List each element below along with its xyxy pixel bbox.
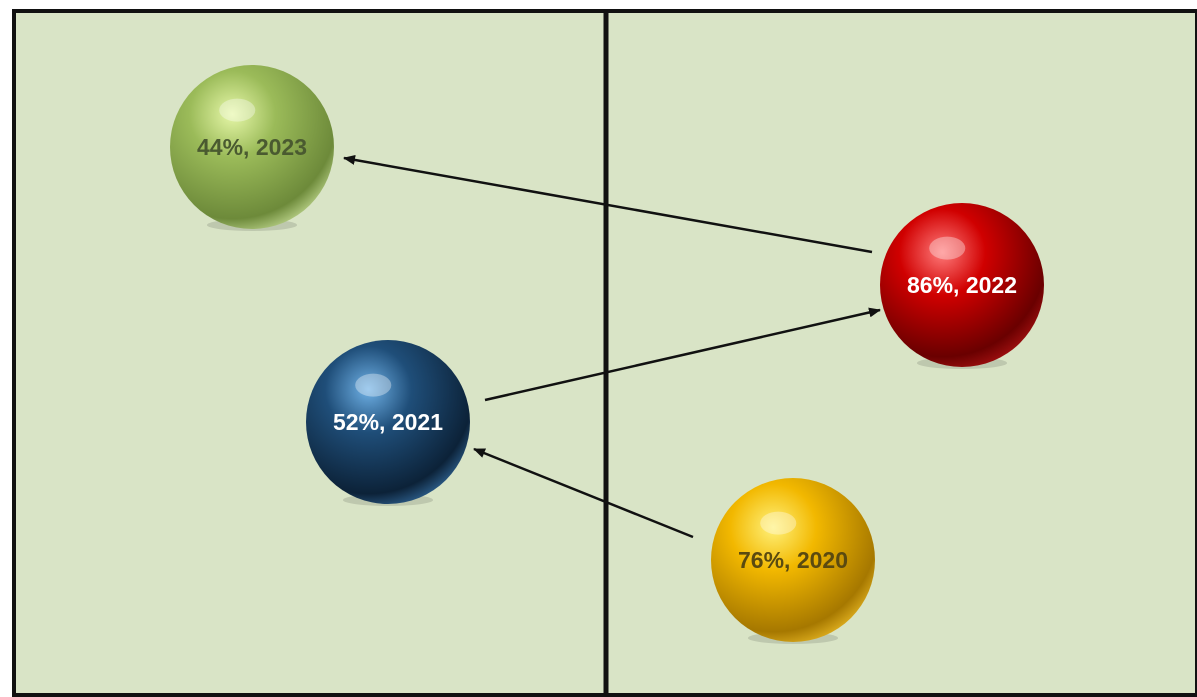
ball-label-y2022: 86%, 2022 <box>907 272 1017 298</box>
ball-label-y2021: 52%, 2021 <box>333 409 443 435</box>
ball-y2021 <box>306 340 470 504</box>
arrow-y2022-to-y2023 <box>343 155 873 254</box>
ball-label-y2020: 76%, 2020 <box>738 547 848 573</box>
ball-highlight <box>929 236 966 260</box>
node-y2021: 52%, 2021 <box>306 340 470 506</box>
ball-highlight <box>760 511 797 535</box>
ball-y2020 <box>711 478 875 642</box>
ball-highlight <box>355 373 392 397</box>
node-y2020: 76%, 2020 <box>711 478 875 644</box>
ball-label-y2023: 44%, 2023 <box>197 134 307 160</box>
arrows-layer <box>343 155 881 539</box>
node-y2022: 86%, 2022 <box>880 203 1044 369</box>
arrow-y2020-to-y2021 <box>473 447 694 539</box>
node-y2023: 44%, 2023 <box>170 65 334 231</box>
ball-y2023 <box>170 65 334 229</box>
arrow-y2021-to-y2022 <box>484 307 881 402</box>
nodes-layer: 44%, 2023 86%, 2022 52%, 2021 76%, 2020 <box>170 65 1044 644</box>
ball-highlight <box>219 98 256 122</box>
ball-y2022 <box>880 203 1044 367</box>
